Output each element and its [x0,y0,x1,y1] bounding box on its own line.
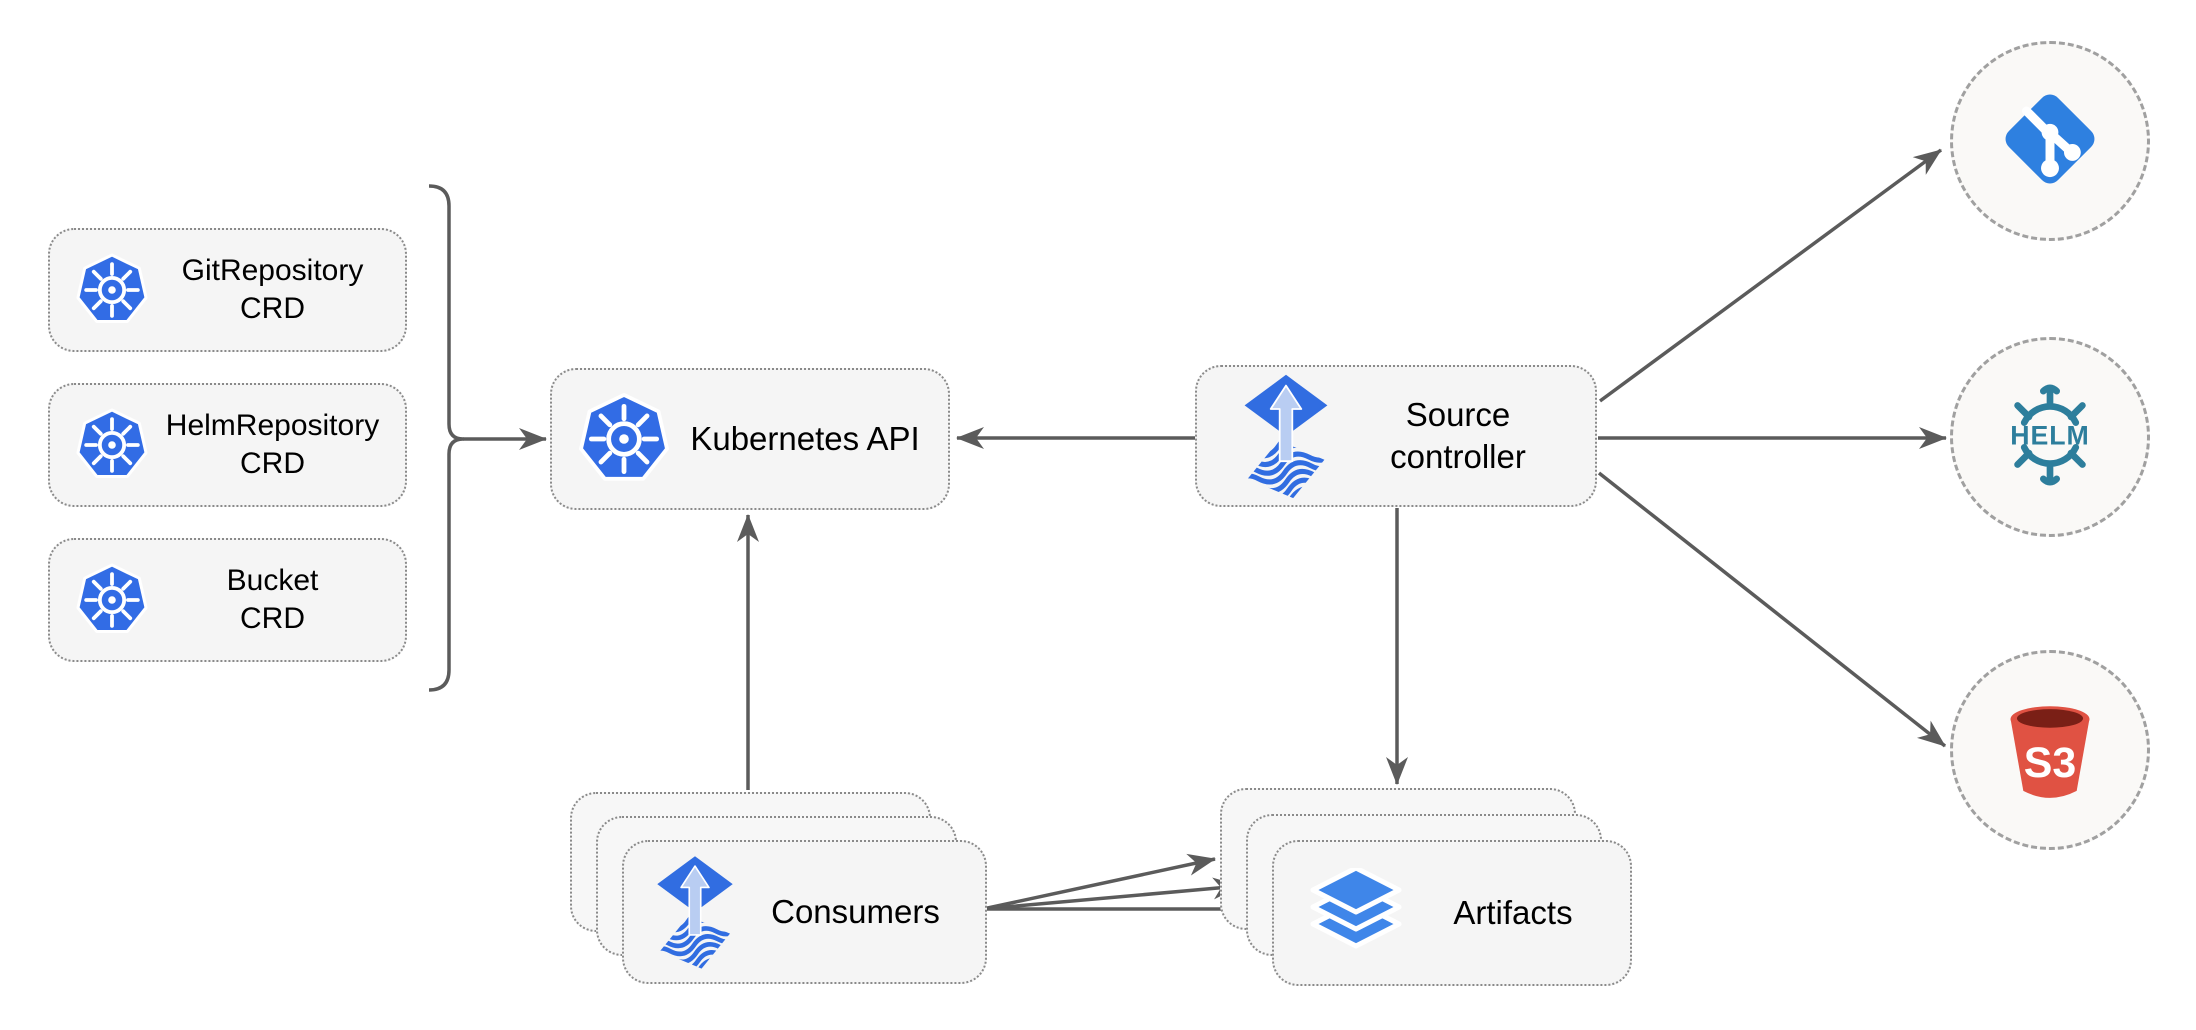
edge-consumers-to-artifacts-2 [982,877,1241,911]
node-helm-endpoint: HELM [1950,337,2150,537]
node-kubernetes-api: Kubernetes API [550,368,950,510]
node-artifacts-stack: Artifacts [1220,788,1632,986]
node-source-controller: Source controller [1195,365,1597,507]
edge-consumers-to-artifacts-1 [982,853,1216,911]
node-s3-endpoint: S3 [1950,650,2150,850]
node-label: Source controller [1390,396,1526,475]
kubernetes-icon [74,407,150,483]
node-artifacts: Artifacts [1272,840,1632,986]
flux-icon [654,854,736,970]
helm-icon: HELM [1988,382,2112,493]
node-consumers: Consumers [622,840,987,984]
edge-source-to-git [1598,148,1943,403]
s3-bucket-icon: S3 [1992,690,2108,811]
flux-icon [1241,373,1331,499]
node-git-endpoint [1950,41,2150,241]
kubernetes-icon [74,562,150,638]
node-label: Kubernetes API [690,420,920,458]
s3-logo-text: S3 [2024,739,2076,787]
kubernetes-icon [74,252,150,328]
node-consumers-stack: Consumers [570,792,987,984]
git-icon [1994,83,2106,200]
helm-logo-text: HELM [2010,420,2089,450]
crd-group-bracket [428,184,465,692]
edge-source-to-s3 [1597,471,1947,748]
layers-icon [1306,868,1406,958]
kubernetes-icon [576,391,672,487]
node-label: Artifacts [1453,894,1573,932]
node-label: Consumers [771,893,940,931]
